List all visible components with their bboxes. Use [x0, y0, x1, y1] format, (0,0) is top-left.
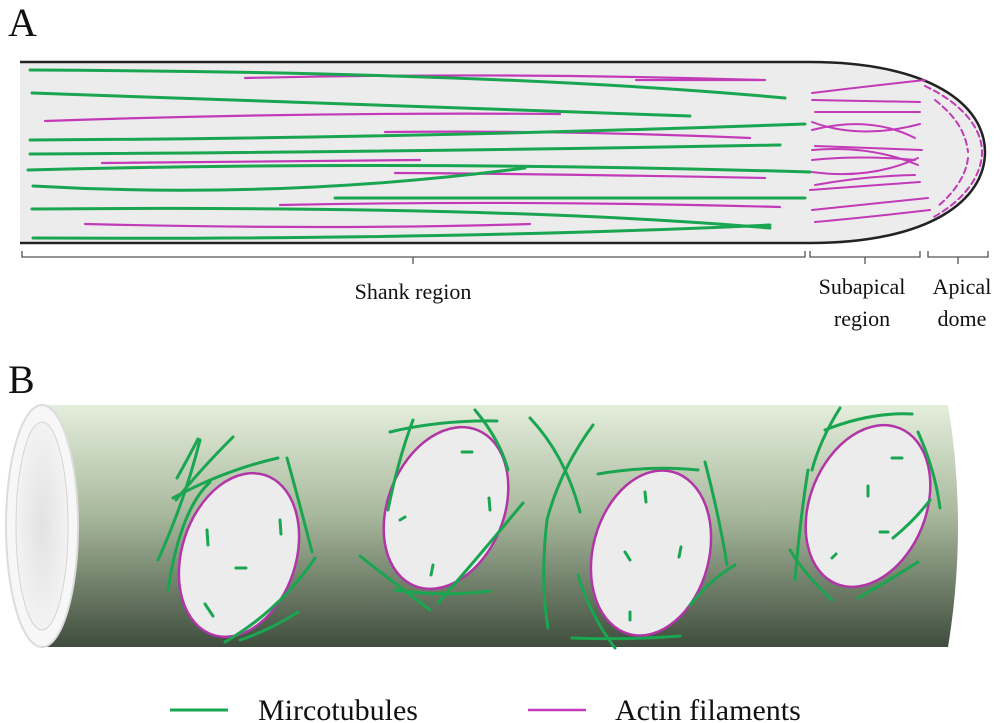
actin-filament: [814, 209, 931, 223]
actin-filament: [43, 112, 562, 123]
actin-cortical-fringe: [934, 99, 969, 153]
microtubule: [30, 91, 692, 118]
legend: Mircotubules Actin filaments: [170, 694, 801, 723]
microtubules-shank: [26, 68, 812, 240]
apical-label-line2: dome: [938, 306, 987, 331]
pit-membrane: [177, 471, 301, 639]
actin-filament: [811, 157, 919, 176]
actin-filament: [809, 181, 921, 191]
actin-cortical-fringe: [924, 85, 984, 219]
microtubule: [31, 166, 527, 192]
actin-filament: [83, 222, 532, 229]
panel-a-letter: A: [8, 0, 37, 45]
legend-actin-label: Actin filaments: [615, 694, 801, 723]
actin-filament: [811, 123, 916, 139]
legend-microtubules-label: Mircotubules: [258, 694, 418, 723]
actin-filament: [278, 201, 782, 209]
microtubule: [28, 143, 782, 156]
microtubule: [28, 68, 787, 100]
pit-3: [570, 460, 737, 650]
pit-microtubules: [358, 408, 525, 612]
actin-filament: [811, 148, 919, 166]
actin-filament: [811, 99, 921, 103]
actin-filament: [811, 156, 916, 161]
actin-filaments-subapical: [809, 79, 931, 223]
pit-2: [358, 408, 525, 612]
pit-membrane: [589, 469, 713, 637]
subapical-label-line1: Subapical: [819, 274, 906, 299]
microtubule: [26, 163, 812, 174]
pit-microtubules: [156, 435, 317, 644]
pit-4: [788, 406, 942, 602]
microtubule: [28, 122, 807, 142]
actin-filament: [814, 145, 923, 151]
pit-microtubule-fragments: [203, 518, 283, 618]
subapical-label-line2: region: [834, 306, 890, 331]
actin-filament: [811, 79, 926, 94]
actin-filament: [243, 74, 762, 82]
shank-region-label: Shank region: [355, 279, 472, 304]
actin-filament: [393, 171, 767, 180]
actin-cortical-fringe: [937, 157, 969, 207]
microtubule: [30, 206, 772, 230]
pit-1: [156, 435, 317, 644]
region-brackets: [21, 251, 989, 264]
panel-b-letter: B: [8, 357, 35, 402]
pit-microtubule-fragments: [623, 490, 683, 622]
crossing-microtubules: [528, 416, 595, 630]
apical-bracket: [927, 251, 989, 258]
shank-bracket: [21, 251, 806, 258]
actin-filament: [100, 158, 422, 165]
pit-microtubules: [570, 460, 737, 650]
pit-microtubule-fragments: [830, 456, 904, 560]
actin-filament: [814, 174, 916, 186]
pit-microtubule-fragments: [398, 450, 492, 577]
pit-microtubules: [788, 406, 942, 602]
actin-apical-dome: [924, 85, 984, 219]
actin-filament: [811, 121, 921, 133]
actin-filament: [811, 197, 929, 211]
apical-label-line1: Apical: [933, 274, 992, 299]
cylinder-lumen: [15, 421, 69, 631]
subapical-bracket: [809, 251, 921, 258]
microtubule: [31, 223, 772, 240]
pit-membrane: [804, 423, 932, 589]
